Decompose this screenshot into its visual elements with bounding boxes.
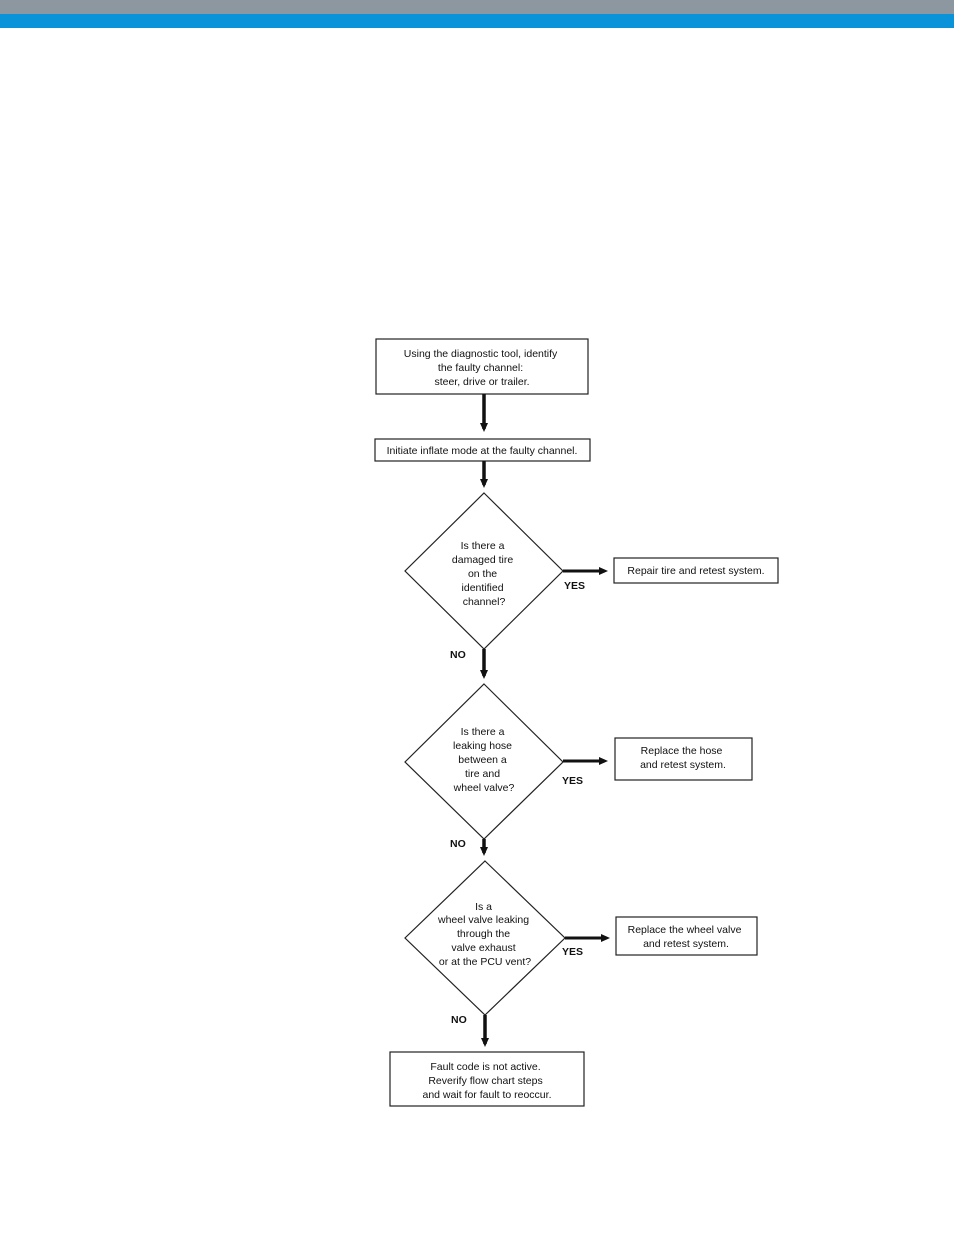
d2-no-label: NO	[450, 838, 466, 850]
start-box	[375, 338, 589, 395]
d3-yes-label: YES	[562, 946, 583, 958]
fault-not-active-box	[389, 1051, 585, 1107]
inflate-mode-text: Initiate inflate mode at the faulty chan…	[387, 445, 578, 457]
replace-hose-box	[614, 737, 753, 781]
d2-yes-label: YES	[562, 775, 583, 787]
d1-no-label: NO	[450, 649, 466, 661]
fault-not-active-text: Fault code is not active. Reverify flow …	[423, 1061, 552, 1101]
decision-damaged-tire-text: Is there a damaged tire on the identifie…	[452, 540, 516, 608]
replace-hose-text: Replace the hose and retest system.	[640, 745, 726, 771]
replace-wheel-valve-box	[615, 916, 758, 956]
d3-no-label: NO	[451, 1014, 467, 1026]
d1-yes-label: YES	[564, 580, 585, 592]
header-blue-bar	[0, 14, 954, 28]
repair-tire-box	[613, 557, 779, 584]
header-gray-bar	[0, 0, 954, 14]
replace-wheel-valve-text: Replace the wheel valve and retest syste…	[628, 924, 745, 950]
repair-tire-text: Repair tire and retest system.	[627, 565, 764, 577]
decision-leaking-hose-text: Is there a leaking hose between a tire a…	[453, 726, 515, 794]
decision-wheel-valve-text: Is a wheel valve leaking through the val…	[437, 901, 532, 968]
start-text: Using the diagnostic tool, identify the …	[404, 348, 560, 388]
